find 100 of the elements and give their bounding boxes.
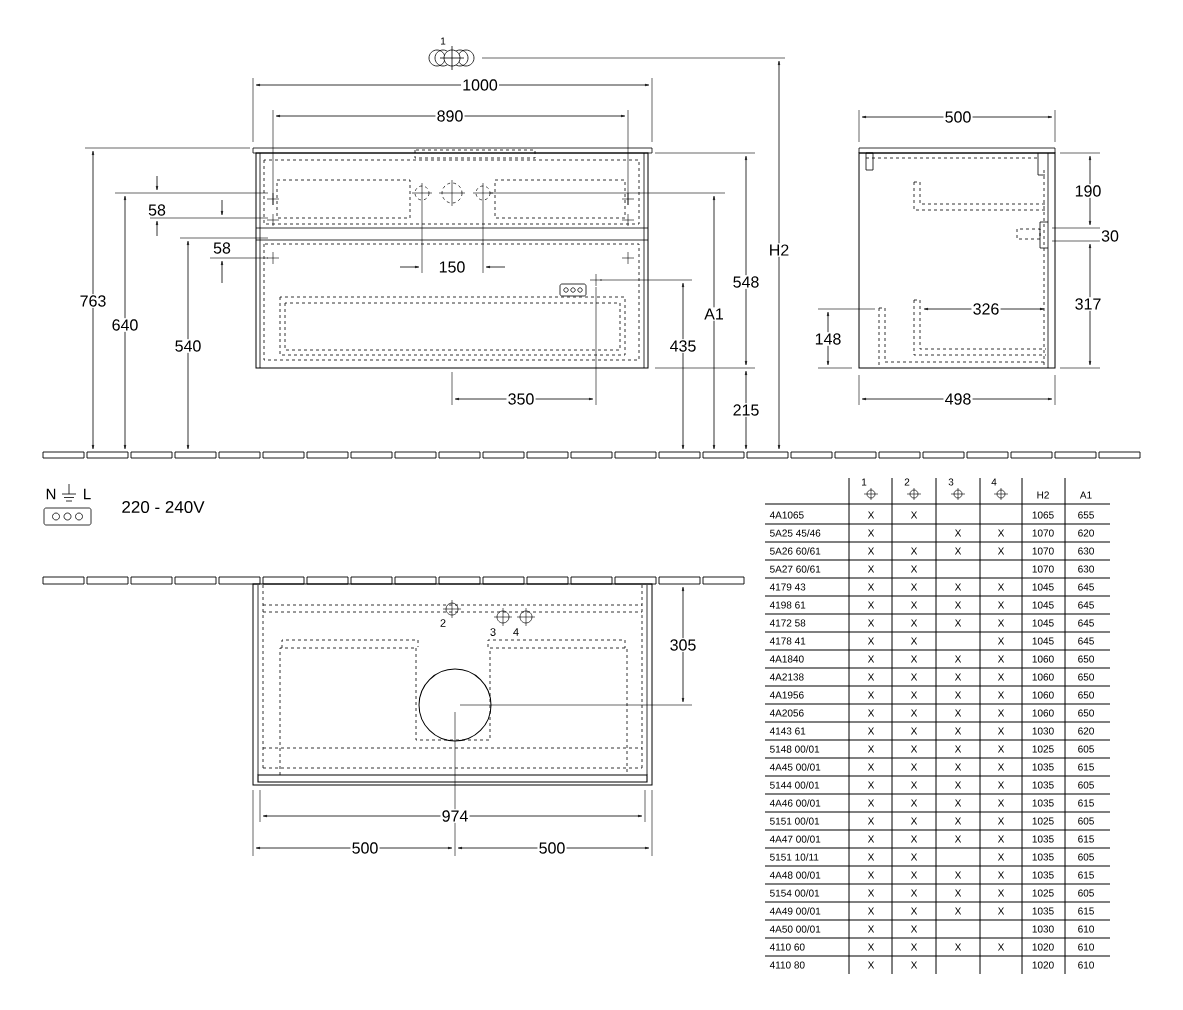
table-cell: 1035: [1032, 871, 1054, 879]
table-cell: X: [867, 547, 875, 555]
table-cell: X: [910, 961, 918, 969]
table-cell: X: [867, 745, 875, 753]
table-cell: X: [867, 583, 875, 591]
column-header: H2: [1037, 491, 1049, 499]
table-cell: X: [954, 655, 962, 663]
table-cell: X: [997, 763, 1005, 771]
table-cell: 1025: [1032, 745, 1054, 753]
table-cell: 4198 61: [769, 601, 806, 609]
table-cell: 605: [1078, 853, 1094, 861]
table-cell: 4178 41: [769, 637, 806, 645]
table-cell: X: [954, 529, 962, 537]
table-cell: X: [910, 853, 918, 861]
table-cell: X: [997, 727, 1005, 735]
table-cell: 4172 58: [769, 619, 806, 627]
table-cell: X: [910, 709, 918, 717]
table-cell: X: [910, 925, 918, 933]
table-cell: 4A45 00/01: [769, 763, 821, 771]
table-cell: X: [954, 835, 962, 843]
table-cell: X: [997, 547, 1005, 555]
table-cell: 650: [1078, 655, 1094, 663]
dimension-value: 58: [146, 203, 168, 217]
table-cell: 4A1065: [769, 511, 804, 519]
table-cell: X: [910, 655, 918, 663]
table-cell: X: [867, 925, 875, 933]
table-cell: 650: [1078, 691, 1094, 699]
table-cell: X: [954, 709, 962, 717]
table-cell: X: [954, 601, 962, 609]
table-cell: 4110 60: [769, 943, 805, 951]
table-cell: 1020: [1032, 943, 1054, 951]
table-cell: X: [997, 619, 1005, 627]
table-cell: 4A50 00/01: [769, 925, 821, 933]
table-cell: 605: [1078, 745, 1094, 753]
table-cell: X: [867, 709, 875, 717]
table-cell: X: [997, 907, 1005, 915]
table-cell: X: [997, 781, 1005, 789]
table-cell: 605: [1078, 889, 1094, 897]
table-cell: 1035: [1032, 907, 1054, 915]
table-cell: 620: [1078, 529, 1094, 537]
table-cell: 1060: [1032, 709, 1054, 717]
table-cell: X: [910, 781, 918, 789]
column-header: A1: [1079, 491, 1092, 499]
table-cell: X: [997, 529, 1005, 537]
dimension-value: 540: [173, 339, 203, 353]
table-cell: 1035: [1032, 835, 1054, 843]
table-cell: 1020: [1032, 961, 1054, 969]
table-cell: X: [910, 907, 918, 915]
dimension-value: H2: [767, 243, 791, 257]
dimension-value: 500: [537, 841, 567, 855]
table-cell: 1060: [1032, 691, 1054, 699]
table-cell: X: [867, 907, 875, 915]
table-cell: 615: [1078, 835, 1094, 843]
table-cell: X: [910, 673, 918, 681]
table-cell: 645: [1078, 583, 1094, 591]
table-cell: 5A26 60/61: [770, 547, 821, 555]
table-cell: 4A48 00/01: [769, 871, 821, 879]
table-cell: X: [867, 655, 875, 663]
dimension-value: 215: [731, 403, 761, 417]
table-cell: X: [910, 799, 918, 807]
callout-number: 1: [439, 36, 447, 46]
table-cell: 645: [1078, 619, 1094, 627]
table-cell: X: [910, 583, 918, 591]
table-cell: X: [910, 817, 918, 825]
table-cell: 610: [1078, 961, 1094, 969]
table-cell: 5A25 45/46: [770, 529, 821, 537]
table-cell: 1070: [1032, 529, 1054, 537]
table-cell: 4A2056: [769, 709, 804, 717]
table-cell: 630: [1078, 565, 1094, 573]
table-cell: 4A46 00/01: [769, 799, 821, 807]
table-cell: X: [997, 871, 1005, 879]
table-cell: 645: [1078, 637, 1094, 645]
dimension-value: 1000: [461, 78, 499, 92]
dimension-value: 435: [668, 339, 698, 353]
table-cell: X: [867, 817, 875, 825]
column-header: 2: [904, 478, 910, 486]
dimension-value: 500: [350, 841, 380, 855]
table-cell: X: [997, 709, 1005, 717]
table-cell: X: [954, 781, 962, 789]
table-cell: X: [867, 619, 875, 627]
table-cell: X: [910, 745, 918, 753]
table-cell: 5151 10/11: [770, 853, 819, 861]
table-cell: 1070: [1032, 565, 1054, 573]
table-cell: X: [954, 943, 962, 951]
dimension-value: 148: [813, 332, 843, 346]
table-cell: X: [997, 655, 1005, 663]
table-cell: 4A1956: [769, 691, 804, 699]
table-cell: X: [954, 889, 962, 897]
table-cell: X: [997, 853, 1005, 861]
dimension-value: 317: [1073, 297, 1103, 311]
dimension-value: 640: [110, 318, 140, 332]
terminal-letter: L: [81, 487, 93, 501]
table-cell: X: [867, 727, 875, 735]
dimension-value: 190: [1073, 184, 1103, 198]
callout-number: 2: [438, 617, 448, 629]
table-cell: X: [954, 745, 962, 753]
table-cell: 1035: [1032, 763, 1054, 771]
table-cell: X: [954, 619, 962, 627]
table-cell: 620: [1078, 727, 1094, 735]
table-cell: X: [997, 835, 1005, 843]
